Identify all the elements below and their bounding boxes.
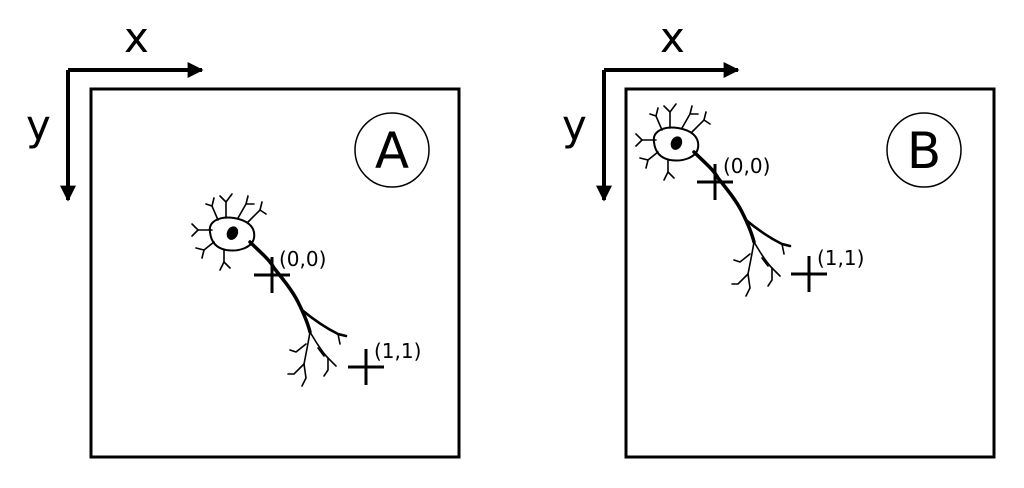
neuron-icon [634, 102, 792, 298]
panel-badge-letter: A [375, 122, 409, 180]
neuron-icon [190, 192, 348, 388]
x-axis-label: x [660, 13, 685, 62]
x-axis-label: x [124, 13, 149, 62]
panel-b: x y B (0,0) (1,1) [562, 13, 996, 459]
origin-label: (0,0) [723, 154, 770, 178]
image-frame [624, 87, 996, 459]
panel-a: x y A (0,0) (1,1) [26, 13, 461, 459]
panel-badge [886, 112, 962, 188]
origin-crosshair [697, 164, 733, 200]
panel-badge-letter: B [907, 122, 941, 180]
unit-label: (1,1) [817, 246, 864, 270]
panel-badge [354, 112, 430, 188]
y-axis-label: y [26, 101, 51, 150]
unit-crosshair [791, 256, 827, 292]
unit-crosshair [348, 349, 384, 385]
image-frame [89, 87, 461, 459]
y-axis-label: y [562, 101, 587, 150]
unit-label: (1,1) [374, 339, 421, 363]
origin-label: (0,0) [279, 247, 326, 271]
origin-crosshair [254, 257, 290, 293]
